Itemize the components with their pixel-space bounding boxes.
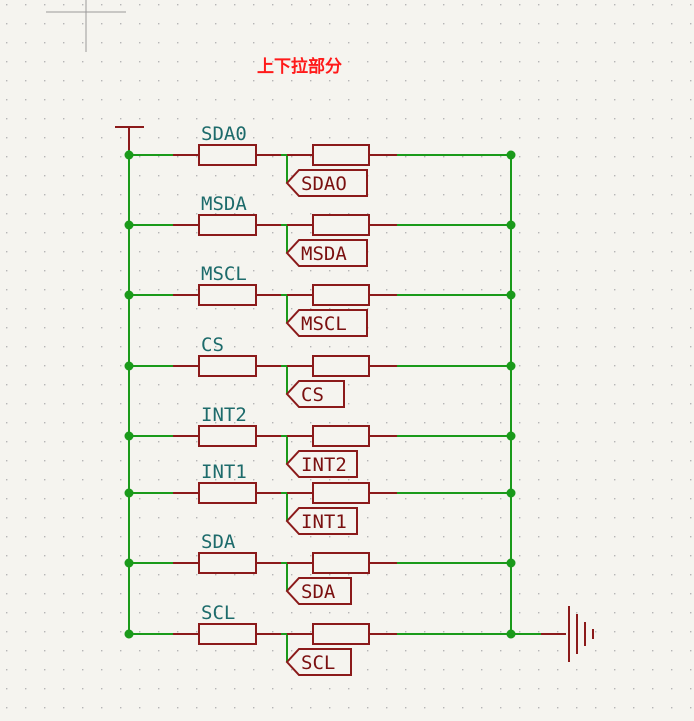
net-label[interactable]: SDA: [201, 531, 236, 553]
global-label-text: SDA: [301, 581, 336, 603]
global-label-text: SCL: [301, 652, 335, 674]
row-4: CS CS: [124, 334, 516, 408]
resistor[interactable]: [312, 552, 370, 574]
global-label-shape[interactable]: [285, 648, 352, 676]
global-label-shape[interactable]: [285, 169, 368, 197]
global-label-shape[interactable]: [285, 309, 368, 337]
global-label-shape[interactable]: [285, 380, 345, 408]
global-label-shape[interactable]: [285, 577, 352, 605]
global-label-text: CS: [301, 384, 324, 406]
resistor[interactable]: [312, 355, 370, 377]
net-label[interactable]: INT1: [201, 461, 247, 483]
resistor[interactable]: [198, 214, 257, 236]
net-label[interactable]: SCL: [201, 602, 235, 624]
resistor[interactable]: [198, 482, 257, 504]
resistor[interactable]: [198, 284, 257, 306]
global-label-shape[interactable]: [285, 239, 368, 267]
global-label-text: MSCL: [301, 313, 347, 335]
row-3: MSCL MSCL: [124, 263, 516, 337]
row-2: MSDA MSDA: [124, 193, 516, 267]
resistor[interactable]: [312, 284, 370, 306]
net-label[interactable]: CS: [201, 334, 224, 356]
crosshair-cursor: [46, 0, 126, 52]
resistor[interactable]: [198, 355, 257, 377]
row-7: SDA SDA: [124, 531, 516, 605]
resistor[interactable]: [312, 623, 370, 645]
resistor[interactable]: [198, 623, 257, 645]
resistor[interactable]: [312, 482, 370, 504]
global-label-text: SDAO: [301, 173, 347, 195]
net-label[interactable]: INT2: [201, 404, 247, 426]
global-label-shape[interactable]: [285, 450, 358, 478]
global-label-text: INT1: [301, 511, 347, 533]
net-label[interactable]: MSCL: [201, 263, 247, 285]
net-label[interactable]: SDA0: [201, 123, 247, 145]
power-flag-icon[interactable]: [115, 126, 144, 150]
resistor[interactable]: [198, 144, 257, 166]
pull-resistor-rows: SDA0SDAOMSDAMSDAMSCLMSCLCSCSINT2INT2INT1…: [124, 123, 516, 676]
row-8: SCL SCL: [124, 602, 516, 676]
ground-icon[interactable]: [541, 606, 594, 662]
global-label-text: INT2: [301, 454, 347, 476]
resistor[interactable]: [312, 425, 370, 447]
global-label-text: MSDA: [301, 243, 347, 265]
grid-dots: [6, 4, 692, 709]
resistor[interactable]: [312, 214, 370, 236]
global-label-shape[interactable]: [285, 507, 358, 535]
sheet-title[interactable]: 上下拉部分: [257, 56, 342, 77]
net-label[interactable]: MSDA: [201, 193, 247, 215]
resistor[interactable]: [312, 144, 370, 166]
resistor[interactable]: [198, 425, 257, 447]
resistor[interactable]: [198, 552, 257, 574]
